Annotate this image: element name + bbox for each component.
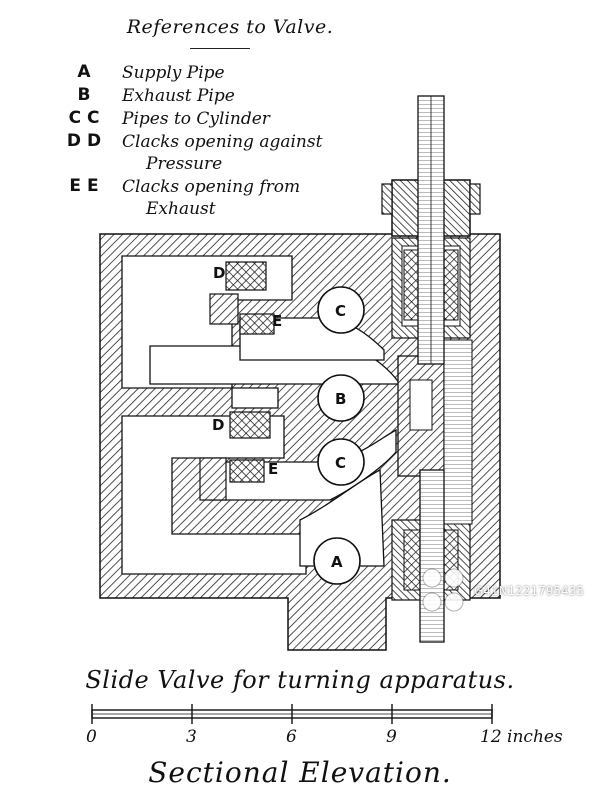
label-b: B: [335, 390, 346, 408]
legend-item: B Exhaust Pipe: [58, 85, 418, 108]
label-c-top: C: [335, 302, 346, 320]
label-d-bottom: D: [212, 416, 224, 434]
title-underline: [190, 48, 250, 49]
spindle: [417, 95, 445, 643]
scale-tick-0: 0: [86, 727, 97, 747]
scale-tick-3: 3: [186, 727, 197, 747]
legend-text: Pipes to Cylinder: [122, 109, 270, 129]
label-c-bottom: C: [335, 454, 346, 472]
ports: [313, 286, 365, 585]
legend: A Supply Pipe B Exhaust Pipe C C Pipes t…: [58, 62, 418, 221]
sectional-title: Sectional Elevation.: [148, 756, 452, 789]
legend-key: D D: [66, 131, 102, 151]
legend-item: D D Clacks opening against Pressure: [58, 131, 418, 176]
legend-key: C C: [68, 108, 100, 128]
scale-tick-9: 9: [386, 727, 397, 747]
legend-text-line1: Clacks opening from: [122, 177, 301, 197]
scale-labels: 0 3 6 9 12 inches: [86, 727, 563, 747]
figure-caption: Slide Valve for turning apparatus.: [85, 666, 515, 694]
legend-text-line2: Exhaust: [146, 199, 216, 219]
legend-title: References to Valve.: [126, 16, 334, 38]
legend-text-line1: Clacks opening against: [122, 132, 323, 152]
label-a: A: [331, 553, 343, 571]
scale-tick-12: 12 inches: [480, 727, 563, 747]
legend-text: Exhaust Pipe: [122, 86, 235, 106]
legend-item: E E Clacks opening from Exhaust: [58, 176, 418, 221]
legend-key: B: [77, 85, 91, 105]
label-e-bottom: E: [268, 460, 278, 478]
legend-text-line2: Pressure: [146, 154, 223, 174]
legend-key: E E: [69, 176, 99, 196]
diagram-labels: D E C B D E C A: [212, 264, 346, 571]
legend-item: A Supply Pipe: [58, 62, 418, 85]
legend-text: Clacks opening against Pressure: [122, 131, 322, 175]
scale-bar: [91, 704, 493, 724]
watermark: G41N1221795435: [418, 558, 616, 628]
watermark-logo-icon: [422, 568, 464, 612]
clacks: [225, 261, 275, 483]
watermark-text: G41N1221795435: [474, 584, 584, 598]
legend-text: Supply Pipe: [122, 63, 225, 83]
label-d-top: D: [213, 264, 225, 282]
legend-text: Clacks opening from Exhaust: [122, 176, 300, 220]
legend-item: C C Pipes to Cylinder: [58, 108, 418, 131]
label-e-top: E: [272, 312, 282, 330]
legend-key: A: [77, 62, 91, 82]
scale-tick-6: 6: [286, 727, 297, 747]
